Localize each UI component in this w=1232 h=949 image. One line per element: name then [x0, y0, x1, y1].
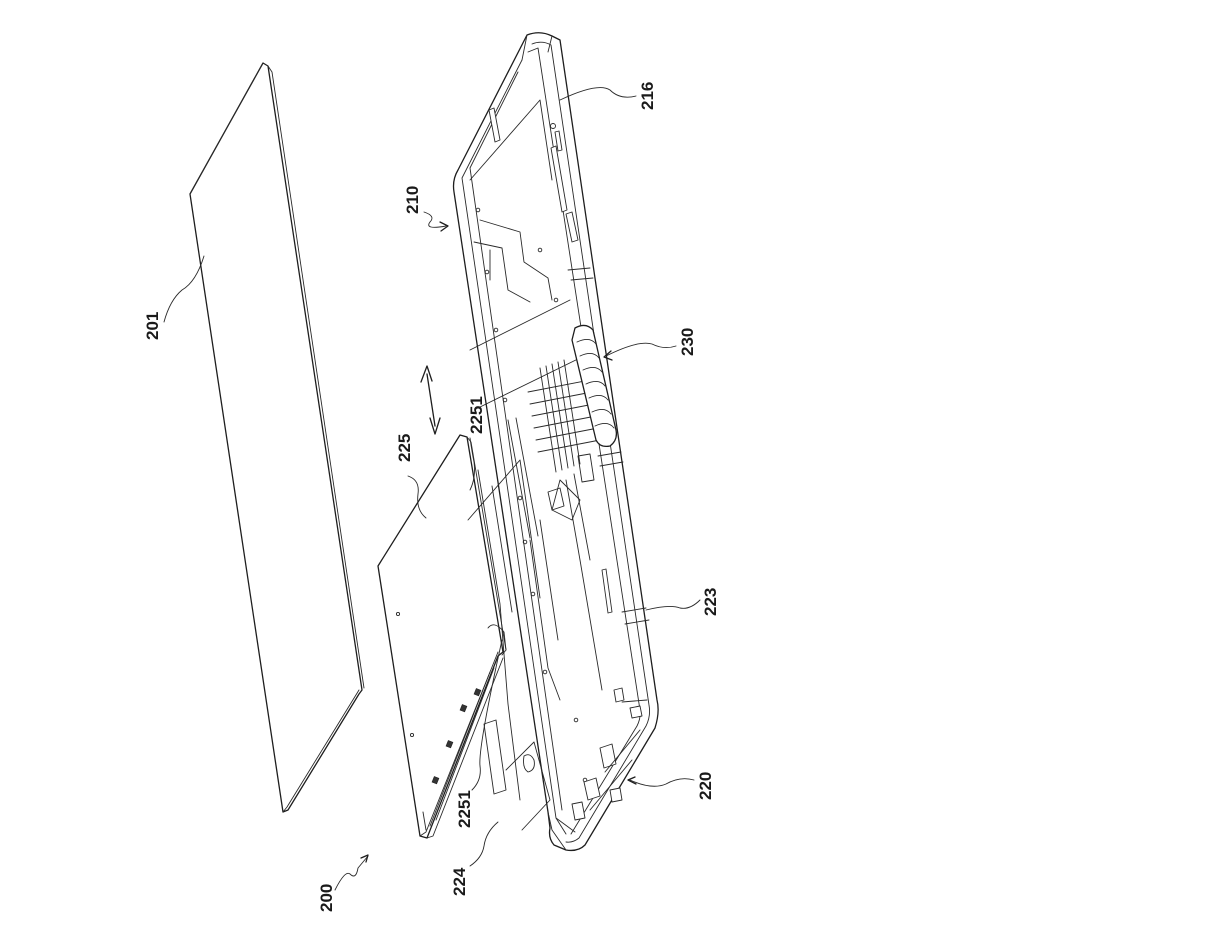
hinge-230 [571, 324, 618, 448]
label-210: 210 [403, 186, 422, 214]
label-2251-bottom: 2251 [455, 790, 474, 828]
hinge-hatching [507, 359, 601, 539]
cover-plate-201 [189, 62, 365, 813]
slide-direction-arrow [420, 365, 441, 435]
label-223: 223 [701, 588, 720, 616]
housing-frame [452, 32, 659, 852]
label-230: 230 [678, 328, 697, 356]
label-220: 220 [696, 772, 715, 800]
label-216: 216 [638, 82, 657, 110]
reference-labels: 201 200 210 216 230 2251 225 2251 224 22… [143, 82, 720, 912]
label-224: 224 [450, 867, 469, 896]
label-2251-top: 2251 [467, 396, 486, 434]
plate-225 [377, 434, 507, 839]
label-200: 200 [317, 884, 336, 912]
label-225: 225 [395, 434, 414, 462]
label-201: 201 [143, 312, 162, 340]
leader-lines [163, 87, 701, 891]
